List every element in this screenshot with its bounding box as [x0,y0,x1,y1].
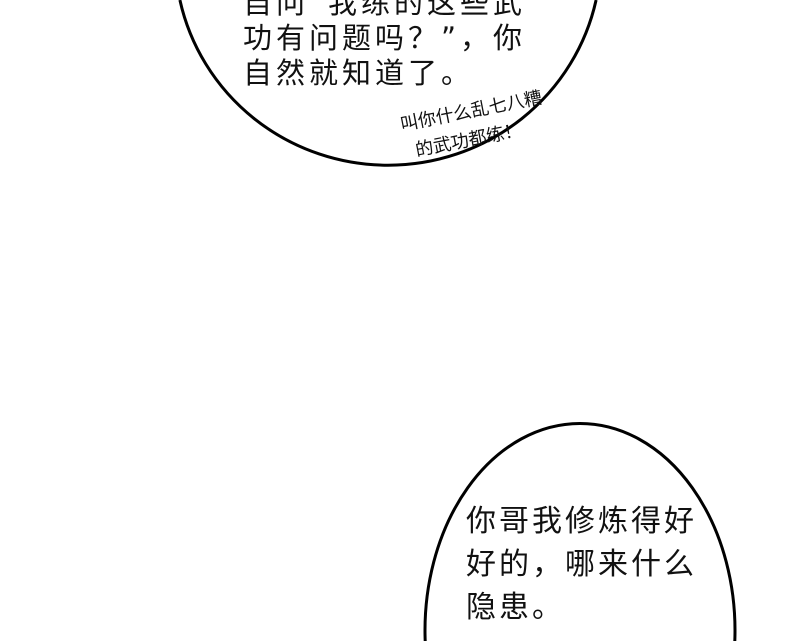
top-bubble-line: 自问“我练的这些武 [243,0,527,20]
bottom-bubble-line: 好的，哪来什么 [466,547,697,582]
top-bubble-text: 自问“我练的这些武 功有问题吗？”，你 自然就知道了。 [243,0,526,91]
top-bubble-line: 自然就知道了。 [243,56,475,90]
bottom-bubble-line: 你哥我修炼得好 [466,504,697,539]
top-speech-bubble [178,0,598,167]
bottom-speech-bubble [423,421,737,641]
top-bubble-line: 功有问题吗？”，你 [243,21,527,55]
bottom-bubble-text: 你哥我修炼得好 好的，哪来什么 隐患。 [466,500,697,629]
bottom-bubble-line: 隐患。 [466,590,565,625]
